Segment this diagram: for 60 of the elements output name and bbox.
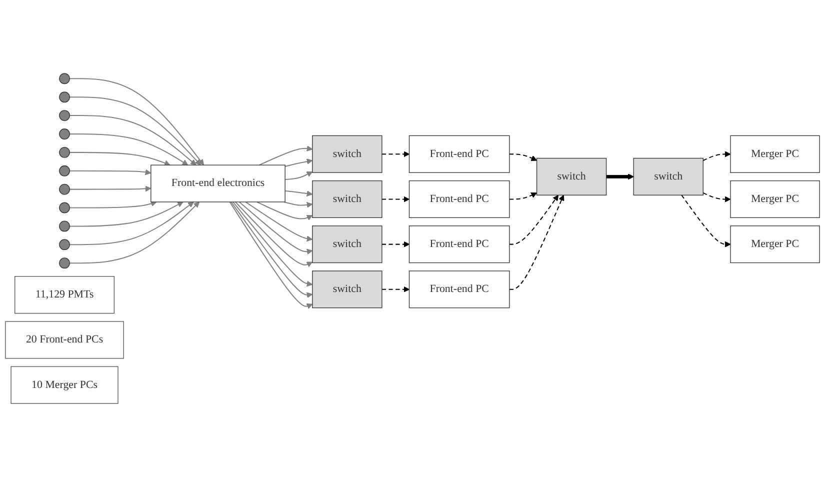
arrow [509, 154, 538, 161]
node-circle [59, 239, 70, 250]
arrow [70, 115, 196, 166]
arrow [70, 200, 157, 208]
node-box: switch [536, 158, 607, 196]
node-circle [59, 165, 70, 176]
arrow [70, 186, 152, 192]
arrow [284, 201, 313, 208]
arrow [284, 158, 313, 167]
arrow [606, 174, 634, 180]
arrow [681, 194, 731, 248]
arrow [239, 202, 313, 255]
node-box: Front-end electronics [150, 164, 286, 202]
arrow [285, 172, 313, 180]
arrow [70, 202, 194, 246]
node-box: switch [312, 135, 382, 173]
node-box: switch [312, 226, 382, 264]
node-box: Front-end PC [408, 226, 510, 264]
node-box: 11,129 PMTs [14, 276, 115, 314]
node-box: Front-end PC [408, 270, 510, 308]
node-circle [59, 73, 70, 84]
node-circle [59, 146, 70, 158]
node-box: Merger PC [730, 226, 820, 264]
node-circle [59, 184, 70, 195]
node-box: Merger PC [730, 180, 820, 218]
node-box: switch [312, 180, 382, 218]
arrow [70, 202, 184, 227]
arrow [382, 241, 410, 248]
node-box: switch [312, 270, 382, 308]
node-circle [59, 258, 70, 269]
arrow [382, 151, 410, 158]
arrow [70, 152, 170, 166]
arrow [509, 194, 559, 245]
node-box: switch [633, 158, 704, 196]
node-circle [59, 220, 70, 232]
node-box: 20 Front-end PCs [5, 321, 124, 359]
arrow [702, 192, 731, 202]
arrow [70, 169, 152, 176]
arrow [258, 146, 313, 166]
arrow [70, 202, 200, 264]
arrow [256, 202, 313, 220]
node-box: Front-end PC [408, 135, 510, 173]
arrow [70, 78, 204, 166]
node-box: Front-end PC [408, 180, 510, 218]
arrow [70, 133, 188, 166]
arrow [70, 96, 202, 166]
arrow [509, 194, 564, 290]
node-circle [59, 128, 70, 140]
arrow [382, 196, 410, 202]
arrow [509, 192, 538, 200]
arrow [245, 202, 313, 242]
node-circle [59, 110, 70, 121]
arrow [382, 286, 410, 292]
node-circle [59, 202, 70, 214]
arrow [702, 151, 731, 161]
node-box: Merger PC [730, 135, 820, 173]
arrow [285, 190, 313, 197]
node-circle [59, 92, 70, 103]
node-box: 10 Merger PCs [10, 366, 118, 404]
arrow [235, 202, 313, 268]
